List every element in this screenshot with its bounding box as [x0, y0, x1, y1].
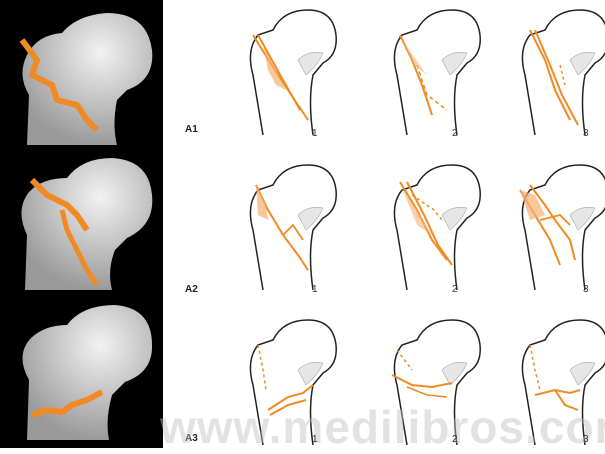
subtype-label-a1-1: 1 — [312, 128, 318, 139]
photo-a1-bone — [7, 5, 157, 145]
photo-a2-bone — [7, 150, 157, 290]
subtype-label-a2-3: 3 — [583, 284, 589, 295]
row-label-a1: A1 — [185, 124, 198, 135]
sketch-a2-1 — [228, 160, 348, 290]
sketch-a2-2 — [372, 160, 492, 290]
sketch-a2-3 — [500, 160, 605, 290]
sketch-a1-1 — [228, 5, 348, 135]
row-label-a2: A2 — [185, 284, 198, 295]
subtype-label-a3-3: 3 — [583, 434, 589, 445]
subtype-label-a1-3: 3 — [583, 128, 589, 139]
subtype-label-a1-2: 2 — [452, 128, 458, 139]
subtype-label-a3-2: 2 — [452, 434, 458, 445]
photo-a3-bone — [7, 300, 157, 440]
subtype-label-a3-1: 1 — [312, 434, 318, 445]
subtype-label-a2-2: 2 — [452, 284, 458, 295]
sketch-a1-2 — [372, 5, 492, 135]
photo-strip — [0, 0, 163, 448]
subtype-label-a2-1: 1 — [312, 284, 318, 295]
watermark-text: www.medilibros.com — [160, 400, 605, 454]
sketch-a1-3 — [500, 5, 605, 135]
